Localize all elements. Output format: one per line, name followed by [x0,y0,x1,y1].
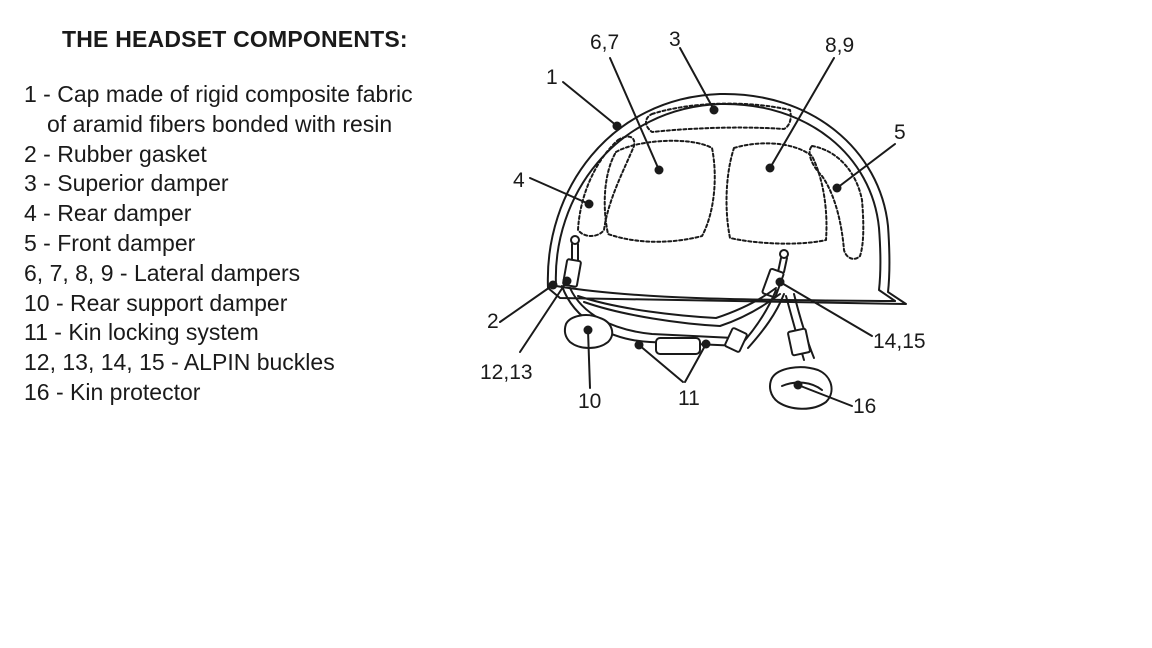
leader-5 [836,143,896,189]
buckle-post-right [777,257,788,273]
helmet-shell-inner [554,102,896,302]
buckle-pin-right [779,249,789,259]
callout-10: 10 [578,390,601,413]
dot-11b [701,339,711,349]
leader-11b [684,343,707,383]
legend-item-4: 4 - Rear damper [24,200,192,227]
legend-item-1: 1 - Cap made of rigid composite fabric o… [24,80,413,140]
strap-right-back [747,293,785,349]
lateral-damper-right [725,142,828,245]
helmet-shell-outer [546,92,907,305]
rear-damper [577,135,636,237]
leader-89 [769,57,835,169]
legend-item-16: 16 - Kin protector [24,378,201,405]
dot-89 [765,163,775,173]
leader-67 [609,57,660,171]
callout-3: 3 [669,28,681,51]
strap-right-keeper [787,327,811,357]
legend-item-10: 10 - Rear support damper [24,289,288,316]
legend-item-11: 11 - Kin locking system [24,319,259,346]
buckle-lower-left [724,327,748,353]
legend-item-6-9: 6, 7, 8, 9 - Lateral dampers [24,259,301,286]
legend-item-5: 5 - Front damper [24,229,196,256]
callout-1415: 14,15 [873,330,926,353]
dot-1 [612,121,622,131]
dot-3 [709,105,719,115]
dot-4 [584,199,594,209]
dot-67 [654,165,664,175]
callout-5: 5 [894,121,906,144]
legend-item-12-15: 12, 13, 14, 15 - ALPIN buckles [24,349,335,376]
rear-strap-loop [577,287,777,319]
lateral-damper-left [603,139,716,243]
leader-3 [679,47,715,111]
callout-89: 8,9 [825,34,854,57]
dot-1415 [775,277,785,287]
rear-strap-loop-inner [583,293,781,327]
leader-11a [638,344,684,383]
rubber-gasket [555,285,896,302]
callout-16: 16 [853,395,876,418]
legend-item-2: 2 - Rubber gasket [24,140,207,167]
dot-1213 [562,276,572,286]
callout-4: 4 [513,169,525,192]
kin-protector-inner [781,381,823,391]
legend-item-3: 3 - Superior damper [24,170,229,197]
callout-11: 11 [678,387,700,410]
callout-1: 1 [546,66,558,89]
dot-11a [634,340,644,350]
leader-2 [499,284,554,323]
front-damper [808,145,865,260]
buckle-pin-left [570,235,580,245]
callout-67: 6,7 [590,31,619,54]
dot-16 [793,380,803,390]
leader-10 [587,329,591,389]
superior-damper [645,102,792,133]
legend-item-1-line1: 1 - Cap made of rigid composite fabric [24,81,413,107]
components-legend: 1 - Cap made of rigid composite fabric o… [24,80,413,408]
dot-2 [548,280,558,290]
leader-16 [797,384,853,407]
callout-2: 2 [487,310,499,333]
leader-1213 [519,280,568,353]
callout-1213: 12,13 [480,361,533,384]
leader-4 [529,177,590,205]
kin-lock-slider [655,337,701,355]
legend-item-1-line2: of aramid fibers bonded with resin [47,110,393,137]
leader-1 [562,81,618,127]
dot-5 [832,183,842,193]
leader-1415 [779,281,873,337]
diagram-title: THE HEADSET COMPONENTS: [62,26,408,52]
dot-10 [583,325,593,335]
